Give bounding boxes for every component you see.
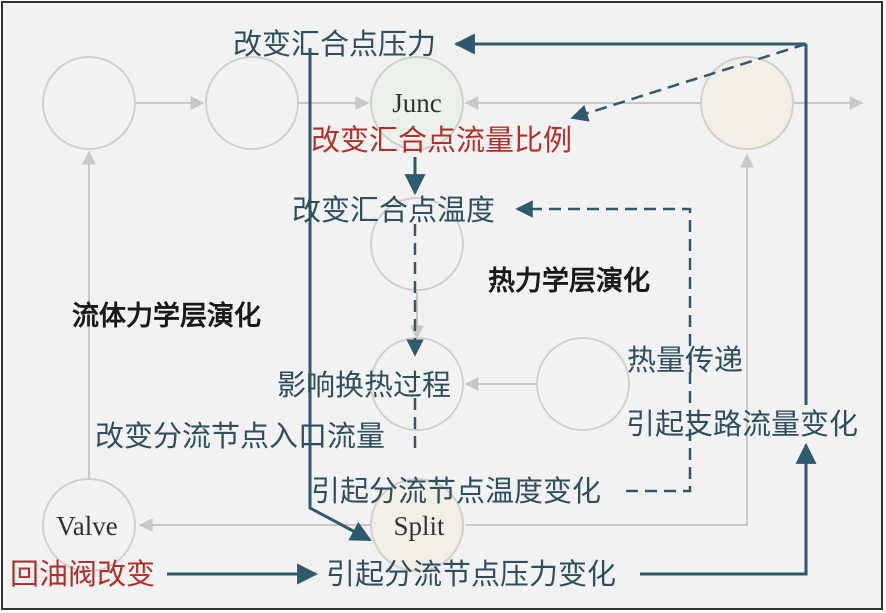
causal-arrows-dashed	[406, 42, 807, 493]
label-change-junc-pressure: 改变汇合点压力	[233, 28, 436, 61]
label-change-junc-flow-ratio: 改变汇合点流量比例	[311, 124, 572, 157]
label-split-pressure-change: 引起分流节点压力变化	[326, 558, 616, 591]
heat-exchange-node	[370, 337, 464, 431]
heat-source-node	[536, 337, 630, 431]
label-fluid-evolution: 流体力学层演化	[72, 300, 261, 332]
split-label: Split	[393, 511, 445, 541]
valve-label: Valve	[56, 511, 117, 541]
nodes	[42, 56, 794, 572]
causal-arrows-solid	[167, 33, 817, 585]
node-circle-2	[205, 56, 299, 150]
node-circle-beige	[700, 56, 794, 150]
junc-node	[370, 56, 464, 150]
fluid-flow-arrows	[82, 96, 864, 532]
flow-arrow-split-right-up	[466, 153, 754, 526]
label-heat-transfer: 热量传递	[627, 344, 743, 377]
label-change-junc-temp: 改变汇合点温度	[292, 194, 495, 227]
label-return-valve-change: 回油阀改变	[10, 558, 155, 591]
valve-node	[42, 478, 136, 572]
label-branch-flow-change: 引起支路流量变化	[626, 408, 858, 441]
junc-label: Junc	[392, 88, 442, 118]
label-thermal-evolution: 热力学层演化	[488, 265, 650, 297]
arrow-pressure-to-branch	[640, 442, 817, 576]
temp-node	[370, 197, 464, 291]
arrow-pressure-to-split	[308, 48, 372, 542]
label-change-split-inlet-flow: 改变分流节点入口流量	[95, 420, 385, 453]
node-circle-1	[42, 56, 136, 150]
arrow-to-flow-ratio	[570, 42, 807, 122]
label-split-temp-change: 引起分流节点温度变化	[311, 475, 601, 508]
label-affect-heat-exchange: 影响换热过程	[277, 369, 451, 402]
